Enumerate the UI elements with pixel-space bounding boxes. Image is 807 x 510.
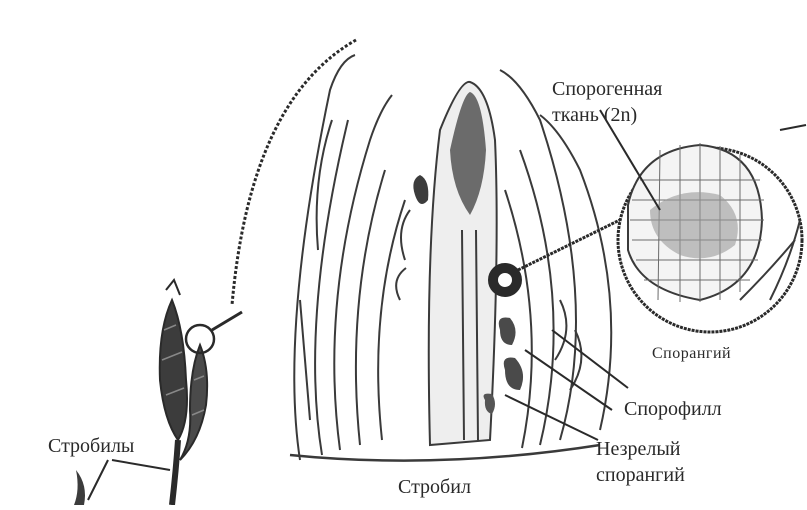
label-sporogenous-tissue-1: Спорогенная xyxy=(552,78,662,101)
sporangium-magnified xyxy=(618,143,802,332)
label-sporophyll: Спорофилл xyxy=(624,398,722,421)
label-sporogenous-tissue-2: ткань (2n) xyxy=(552,104,637,127)
magnification-arc xyxy=(232,40,356,305)
label-strobili: Стробилы xyxy=(48,435,134,458)
plant-shoot xyxy=(74,280,207,505)
label-immature-sporangium-2: спорангий xyxy=(596,464,685,487)
label-sporangium: Спорангий xyxy=(652,345,731,363)
label-immature-sporangium-1: Незрелый xyxy=(596,438,680,461)
label-strobilus: Стробил xyxy=(398,476,471,499)
strobili-arrows xyxy=(88,460,170,500)
